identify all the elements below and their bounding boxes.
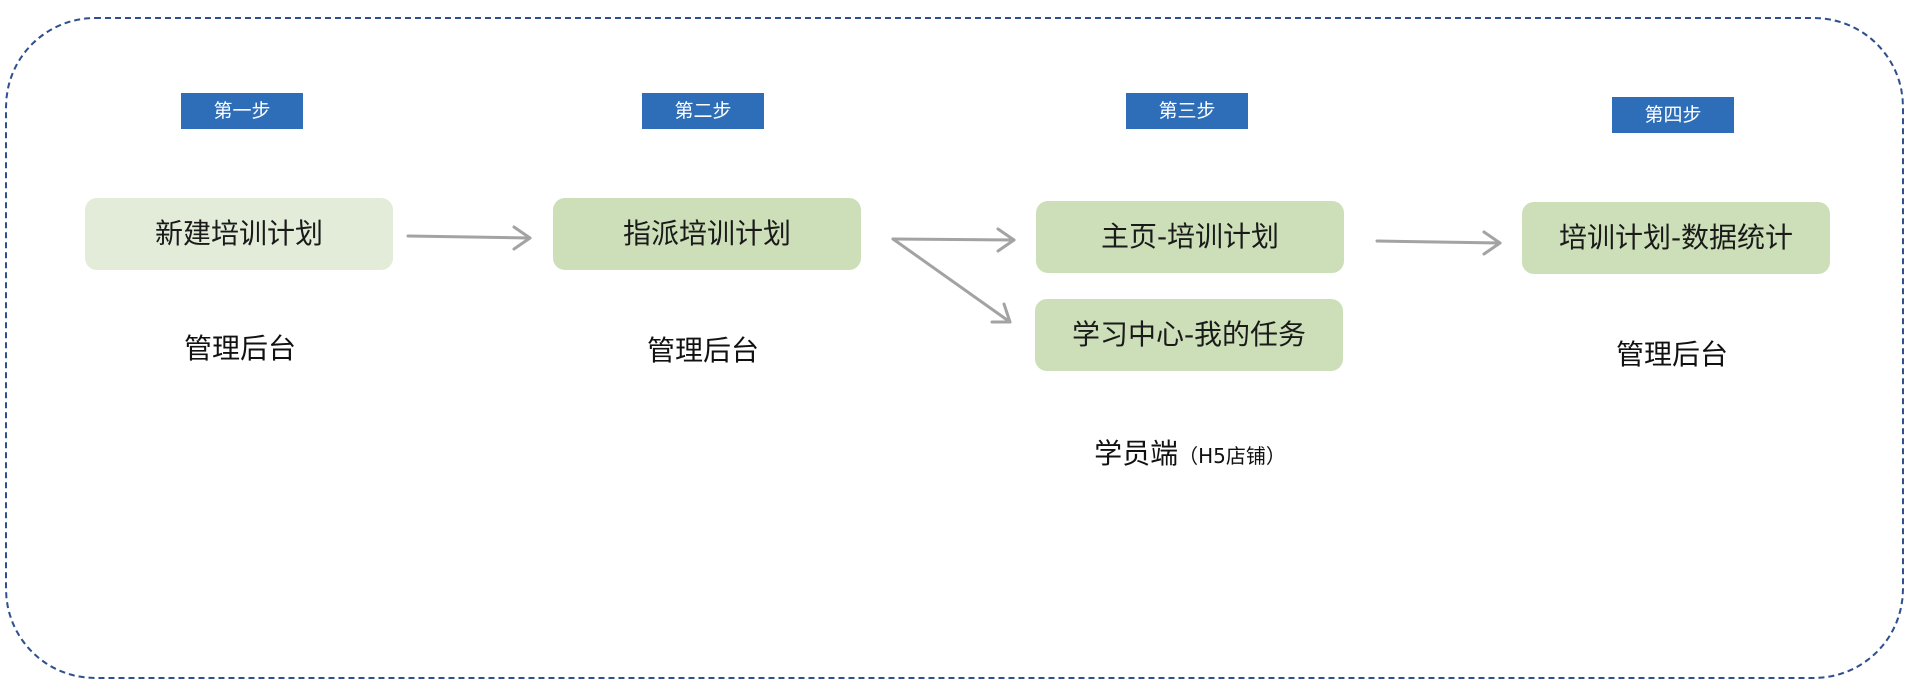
node-plan-stats: 培训计划-数据统计 [1522,202,1830,274]
node-home-plan: 主页-培训计划 [1036,201,1344,273]
step-2-badge: 第二步 [642,93,764,129]
node-assign-plan: 指派培训计划 [553,198,861,270]
caption-step-2: 管理后台 [646,334,759,367]
dashed-container-frame [5,17,1904,679]
step-1-badge: 第一步 [181,93,303,129]
node-learning-tasks: 学习中心-我的任务 [1035,299,1343,371]
caption-step-1: 管理后台 [183,332,296,365]
caption-step-3-main: 学员端 [1094,437,1179,470]
caption-step-3: 学员端（H5店铺） [1060,432,1320,472]
node-create-plan: 新建培训计划 [85,198,393,270]
caption-step-3-sub: （H5店铺） [1178,444,1286,468]
step-3-badge: 第三步 [1126,93,1248,129]
step-4-badge: 第四步 [1612,97,1734,133]
caption-step-4: 管理后台 [1615,338,1728,371]
